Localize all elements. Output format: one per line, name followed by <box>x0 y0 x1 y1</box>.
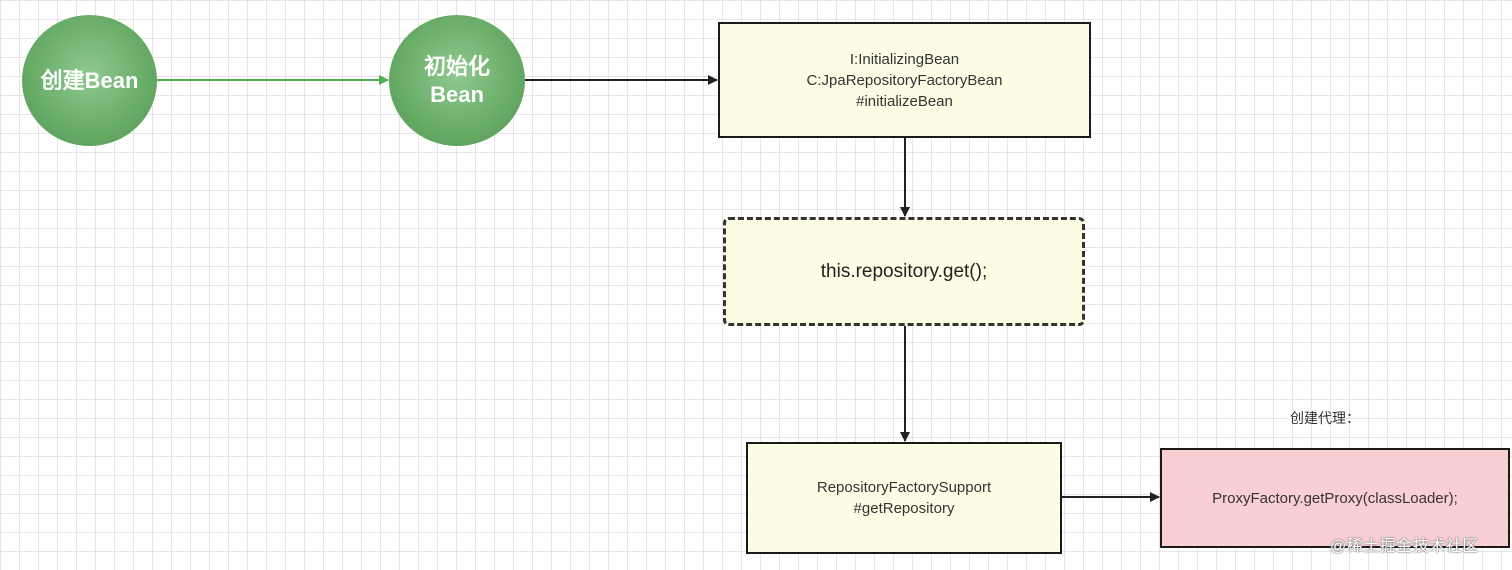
create-bean-label: 创建Bean <box>40 67 139 93</box>
initializing-bean-box: I:InitializingBean C:JpaRepositoryFactor… <box>718 22 1091 138</box>
factory-support-box: RepositoryFactorySupport #getRepository <box>746 442 1062 554</box>
watermark-text: @稀土掘金技术社区 <box>1330 538 1479 555</box>
initialize-label-line2: Bean <box>430 81 484 107</box>
initializing-bean-line3: #initializeBean <box>856 92 953 110</box>
proxy-factory-box: ProxyFactory.getProxy(classLoader); <box>1160 448 1510 548</box>
initializing-bean-line1: I:InitializingBean <box>849 50 960 68</box>
proxy-factory-label: ProxyFactory.getProxy(classLoader); <box>1212 489 1458 507</box>
initialize-label-line1: 初始化 <box>423 53 490 79</box>
repository-get-box: this.repository.get(); <box>723 217 1085 326</box>
initialize-bean-node: 初始化 Bean <box>389 15 525 146</box>
factory-support-line1: RepositoryFactorySupport <box>816 479 992 496</box>
repository-get-label: this.repository.get(); <box>820 260 988 282</box>
create-bean-node: 创建Bean <box>22 15 157 146</box>
create-proxy-caption: 创建代理： <box>1290 410 1360 426</box>
initializing-bean-line2: C:JpaRepositoryFactoryBean <box>806 71 1003 89</box>
factory-support-line2: #getRepository <box>853 500 955 517</box>
